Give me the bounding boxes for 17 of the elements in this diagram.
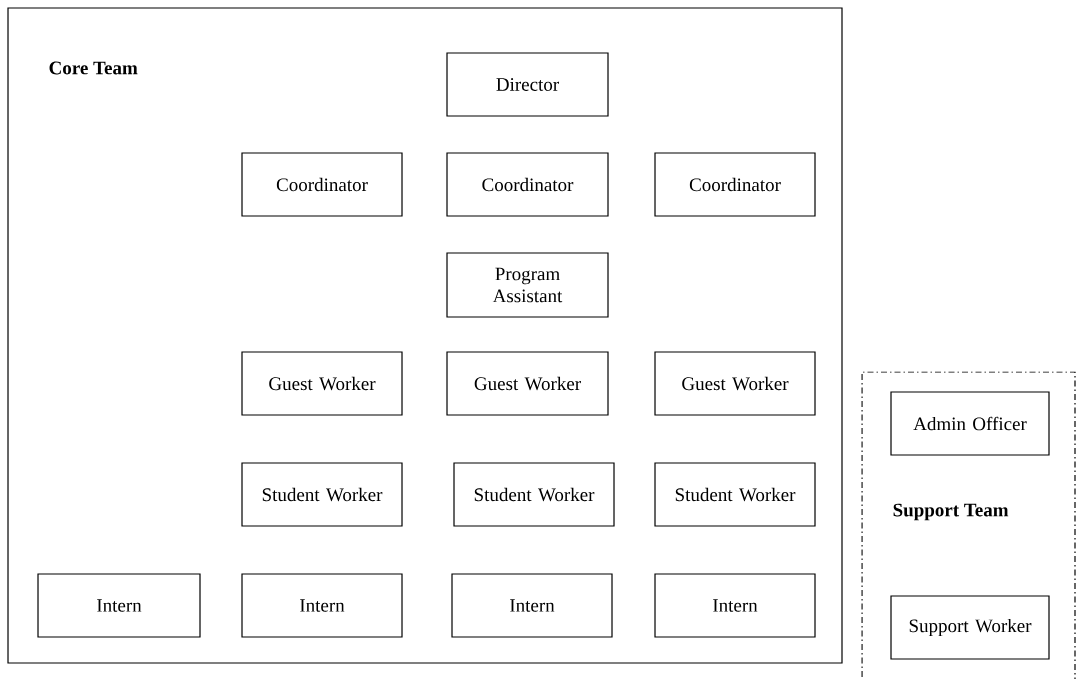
role-box: Intern [37, 573, 201, 638]
role-box: Program Assistant [446, 252, 609, 318]
role-box: Coordinator [654, 152, 816, 217]
role-box: Student Worker [241, 462, 403, 527]
role-box: Student Worker [453, 462, 615, 527]
role-box: Support Worker [890, 595, 1050, 660]
role-box: Intern [451, 573, 613, 638]
role-box: Intern [654, 573, 816, 638]
role-box: Intern [241, 573, 403, 638]
role-box: Director [446, 52, 609, 117]
role-box: Coordinator [241, 152, 403, 217]
role-box: Guest Worker [654, 351, 816, 416]
role-box: Student Worker [654, 462, 816, 527]
role-box: Admin Officer [890, 391, 1050, 456]
role-box: Guest Worker [446, 351, 609, 416]
role-box: Guest Worker [241, 351, 403, 416]
role-box: Coordinator [446, 152, 609, 217]
